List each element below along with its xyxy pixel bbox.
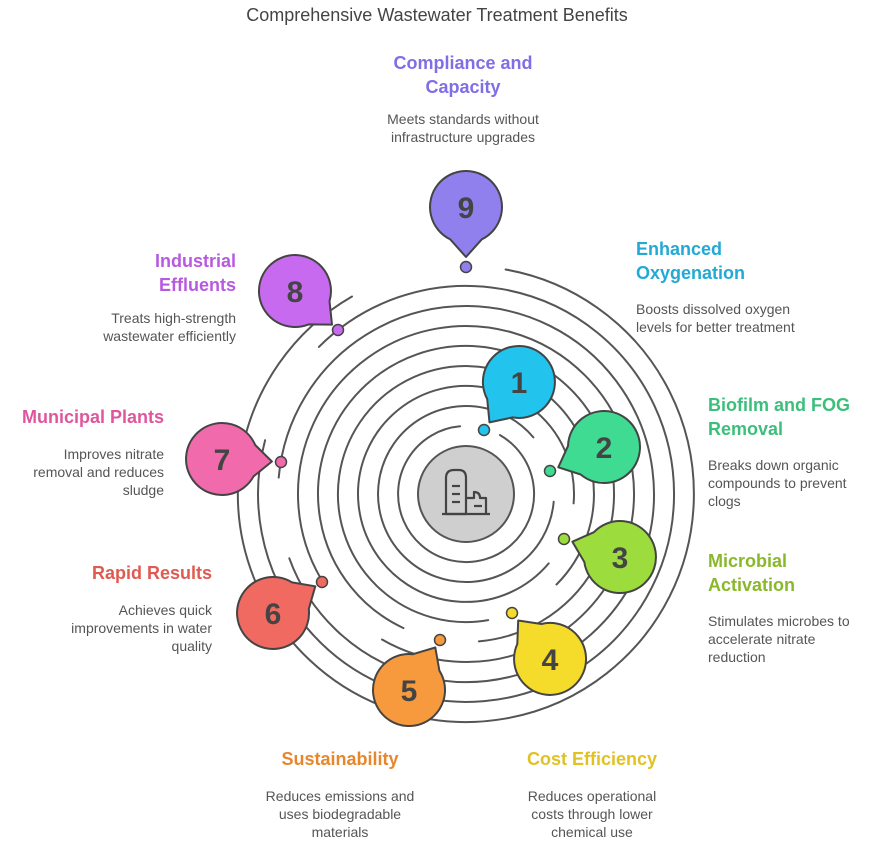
pin-number-4: 4 <box>542 644 559 677</box>
pin-7: 7 <box>185 422 273 496</box>
ring-arc-3 <box>357 384 576 603</box>
connection-dot-9 <box>459 260 473 274</box>
pin-4: 4 <box>513 619 588 696</box>
pin-9: 9 <box>429 170 503 258</box>
heading-6: Rapid Results <box>91 563 212 583</box>
heading-4: Cost Efficiency <box>526 749 658 769</box>
desc-9: Meets standards without infrastructure u… <box>387 111 539 145</box>
pin-3: 3 <box>571 520 657 594</box>
pin-2: 2 <box>557 410 641 485</box>
factory-icon <box>442 468 490 516</box>
pin-8: 8 <box>257 254 333 329</box>
page-title: Comprehensive Wastewater Treatment Benef… <box>246 5 628 25</box>
pin-number-2: 2 <box>596 432 613 465</box>
pin-number-7: 7 <box>214 444 231 477</box>
heading-7: Municipal Plants <box>21 407 164 427</box>
heading-8: Industrial Effluents <box>154 251 236 295</box>
connection-dot-3 <box>557 532 571 546</box>
pin-1: 1 <box>481 344 556 424</box>
number-pins: 1 2 3 4 5 6 7 8 9 <box>185 170 657 727</box>
pin-number-9: 9 <box>458 192 475 225</box>
pin-number-8: 8 <box>287 276 304 309</box>
connection-dot-8 <box>331 323 345 337</box>
pin-5: 5 <box>372 646 447 727</box>
heading-2: Biofilm and FOG Removal <box>708 395 850 439</box>
connection-dot-4 <box>505 606 519 620</box>
desc-4: Reduces operational costs through lower … <box>527 788 657 840</box>
pin-number-5: 5 <box>401 675 418 708</box>
connection-dot-1 <box>477 423 491 437</box>
heading-3: Microbial Activation <box>708 551 796 595</box>
pin-6: 6 <box>236 576 317 650</box>
desc-3: Stimulates microbes to accelerate nitrat… <box>708 613 850 665</box>
pin-number-1: 1 <box>511 367 528 400</box>
desc-5: Reduces emissions and uses biodegradable… <box>265 788 415 840</box>
ring-arc-1 <box>397 425 536 564</box>
connection-dot-5 <box>433 633 447 647</box>
desc-7: Improves nitrate removal and reduces slu… <box>33 446 164 498</box>
pin-number-6: 6 <box>265 598 282 631</box>
connection-dot-6 <box>315 575 329 589</box>
desc-6: Achieves quick improvements in water qua… <box>71 602 212 654</box>
desc-8: Treats high-strength wastewater efficien… <box>103 310 236 344</box>
connection-dot-2 <box>543 464 557 478</box>
connection-dots <box>274 260 571 647</box>
heading-5: Sustainability <box>281 749 399 769</box>
pin-number-3: 3 <box>612 542 629 575</box>
center-hub <box>417 445 515 543</box>
desc-2: Breaks down organic compounds to prevent… <box>708 457 847 509</box>
heading-1: Enhanced Oxygenation <box>636 239 746 283</box>
heading-9: Compliance and Capacity <box>393 53 533 97</box>
desc-1: Boosts dissolved oxygen levels for bette… <box>636 301 795 335</box>
connection-dot-7 <box>274 455 288 469</box>
ring-arc-2 <box>377 405 555 583</box>
